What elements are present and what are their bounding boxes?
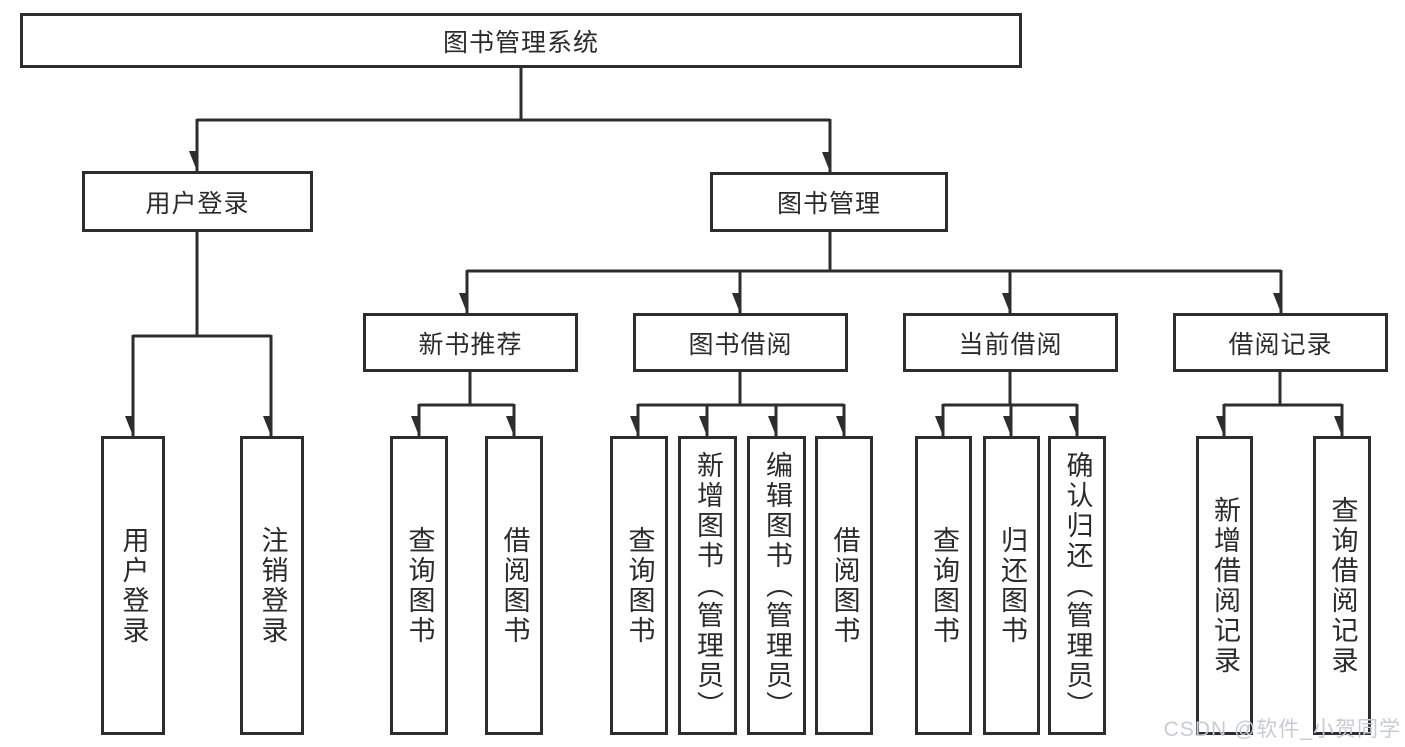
node-label: 查询图书 [929, 525, 959, 646]
node-label: 归还图书 [997, 525, 1027, 646]
node-book-borrow: 图书借阅 [633, 313, 848, 372]
leaf-records-add-record: 新增借阅记录 [1196, 436, 1253, 735]
node-label: 查询图书 [624, 525, 655, 646]
node-label: 用户登录 [145, 189, 250, 218]
node-label: 图书管理 [776, 190, 881, 218]
leaf-recommend-borrow-books: 借阅图书 [485, 436, 543, 735]
node-label: 确认归还（管理员） [1062, 450, 1093, 721]
leaf-records-query-record: 查询借阅记录 [1313, 436, 1371, 735]
leaf-recommend-query-books: 查询图书 [390, 436, 448, 735]
node-label: 查询借阅记录 [1327, 495, 1358, 676]
node-label: 图书管理系统 [442, 28, 599, 57]
node-new-book-recommend: 新书推荐 [363, 313, 578, 372]
node-borrow-records: 借阅记录 [1173, 313, 1388, 372]
node-label: 用户登录 [118, 525, 149, 646]
node-book-management: 图书管理 [710, 172, 948, 232]
node-label: 注销登录 [257, 525, 288, 646]
leaf-current-return-books: 归还图书 [983, 436, 1040, 735]
leaf-current-confirm-return: 确认归还（管理员） [1048, 436, 1106, 735]
leaf-user-login: 用户登录 [101, 436, 165, 735]
node-label: 新书推荐 [418, 330, 523, 359]
node-user-login: 用户登录 [82, 171, 313, 232]
node-label: 新增图书（管理员） [693, 450, 723, 721]
watermark: CSDN @软件_小贺同学 [1163, 718, 1401, 741]
node-label: 借阅记录 [1228, 330, 1333, 359]
node-label: 借阅图书 [829, 525, 860, 646]
leaf-current-query-books: 查询图书 [915, 436, 972, 735]
node-root: 图书管理系统 [20, 13, 1022, 68]
node-label: 当前借阅 [958, 330, 1063, 359]
leaf-borrow-edit-books: 编辑图书（管理员） [747, 436, 806, 735]
leaf-logout: 注销登录 [240, 436, 304, 735]
node-label: 借阅图书 [499, 525, 530, 646]
node-label: 查询图书 [404, 525, 435, 646]
leaf-borrow-add-books: 新增图书（管理员） [678, 436, 737, 735]
leaf-borrow-query-books: 查询图书 [610, 436, 668, 735]
node-current-borrow: 当前借阅 [903, 313, 1118, 372]
node-label: 图书借阅 [688, 330, 793, 359]
node-label: 编辑图书（管理员） [762, 450, 792, 721]
leaf-borrow-borrow-books: 借阅图书 [815, 436, 873, 735]
node-label: 新增借阅记录 [1210, 495, 1240, 676]
